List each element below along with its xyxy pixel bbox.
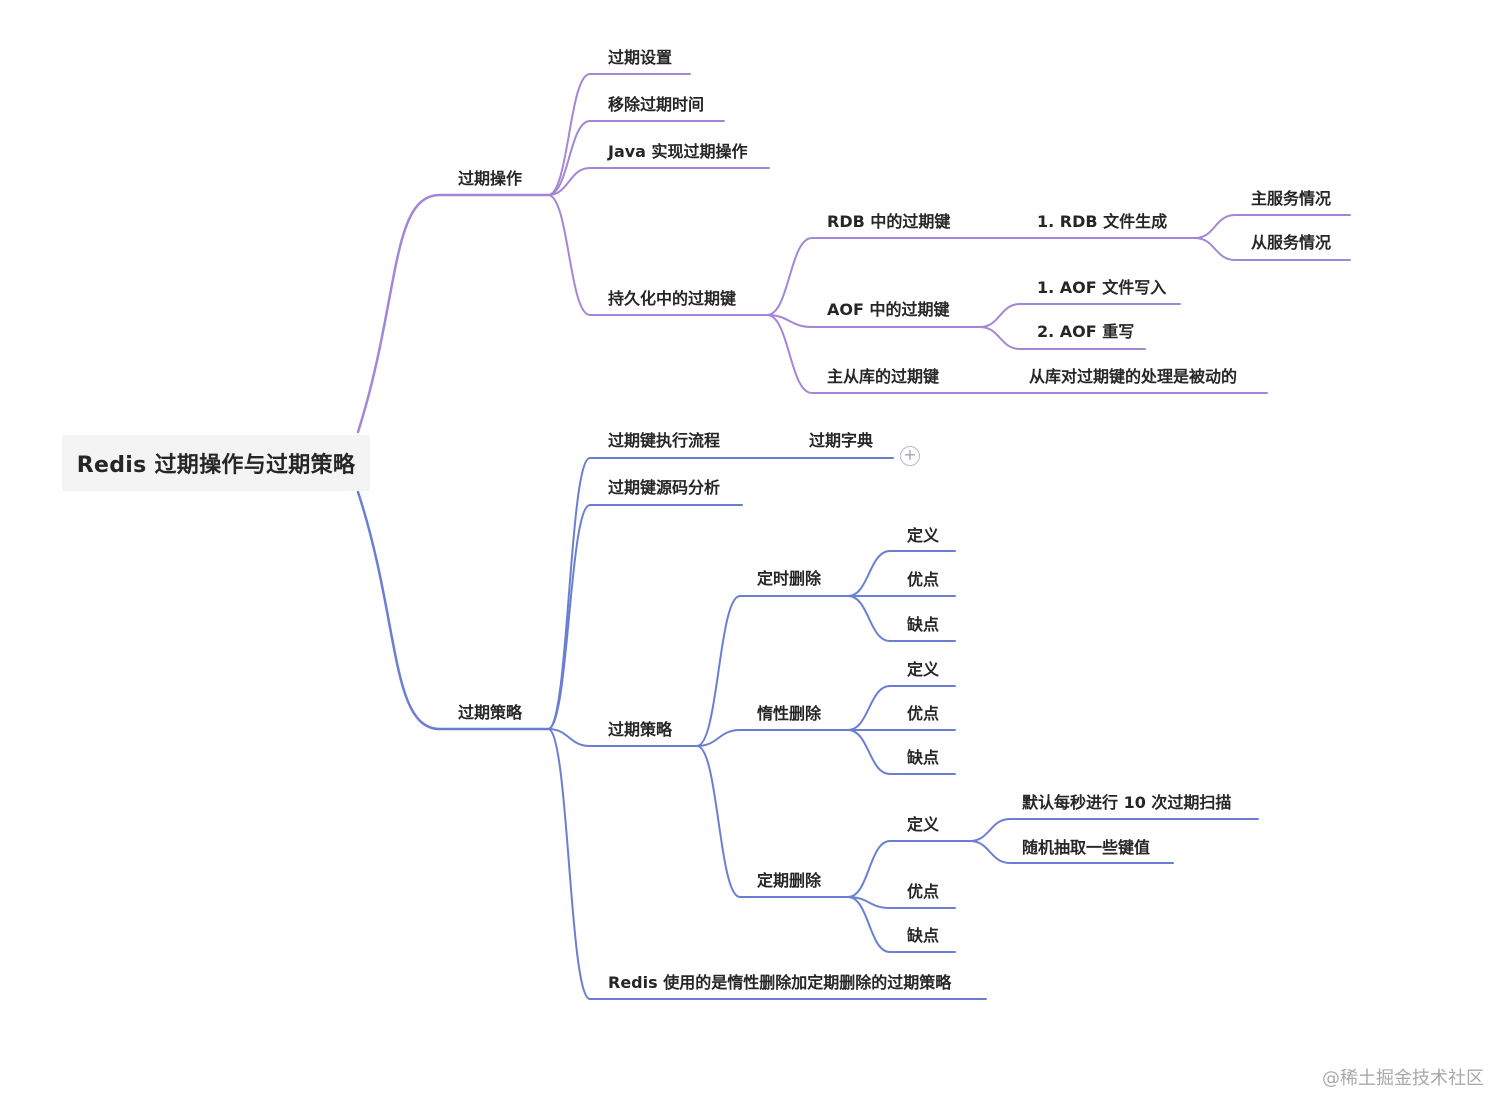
edge-ops-set	[547, 73, 691, 196]
topic-aof-keys[interactable]: AOF 中的过期键	[827, 300, 950, 319]
edge-ops-persist	[547, 194, 768, 316]
topic-timed-con[interactable]: 缺点	[907, 615, 940, 634]
edge-persist-rdb	[766, 237, 1001, 316]
edge-gen-slave	[1194, 237, 1351, 261]
watermark: @稀土掘金技术社区	[1322, 1068, 1484, 1089]
topic-persist-keys[interactable]: 持久化中的过期键	[608, 289, 737, 308]
topic-replica-keys[interactable]: 主从库的过期键	[827, 367, 940, 386]
edge-gen-master	[1194, 214, 1351, 239]
topic-rdb-keys[interactable]: RDB 中的过期键	[827, 212, 951, 231]
edge-root-expire-ops	[356, 193, 550, 434]
edge-aof-rewrite	[979, 326, 1146, 350]
root-topic[interactable]: Redis 过期操作与过期策略	[62, 435, 370, 491]
edge-persist-replica	[766, 314, 1011, 394]
topic-lazy-delete[interactable]: 惰性删除	[757, 704, 822, 723]
edge-root-expire-policy	[356, 490, 550, 731]
topic-rdb-gen[interactable]: 1. RDB 文件生成	[1037, 212, 1168, 231]
edge-periodic-def	[847, 840, 971, 898]
edge-aof-write	[979, 303, 1181, 328]
edge-lazy-con	[847, 729, 956, 775]
topic-lazy-def[interactable]: 定义	[907, 660, 940, 679]
edge-def-random	[969, 840, 1174, 864]
edge-timed-def	[847, 550, 956, 597]
edge-periodic-con	[847, 896, 956, 953]
topic-expire-policy[interactable]: 过期策略	[458, 703, 523, 722]
edge-timed-con	[847, 595, 956, 642]
topic-aof-rewrite[interactable]: 2. AOF 重写	[1037, 322, 1135, 341]
edge-policy-source	[547, 504, 743, 730]
edge-lazy-def	[847, 685, 956, 731]
edge-def-scan	[969, 818, 1259, 842]
topic-expire-ops[interactable]: 过期操作	[458, 169, 523, 188]
topic-periodic-pro[interactable]: 优点	[907, 882, 940, 901]
topic-timed-pro[interactable]: 优点	[907, 570, 940, 589]
edge-policy-lazy	[696, 729, 849, 747]
topic-redis-usage[interactable]: Redis 使用的是惰性删除加定期删除的过期策略	[608, 973, 952, 992]
topic-periodic-def-scan[interactable]: 默认每秒进行 10 次过期扫描	[1022, 793, 1232, 812]
topic-replica-passive[interactable]: 从库对过期键的处理是被动的	[1029, 367, 1238, 386]
plus-circle-icon[interactable]: +	[900, 446, 920, 466]
edge-policy-periodic	[696, 745, 849, 898]
topic-policy[interactable]: 过期策略	[608, 720, 673, 739]
topic-source-analysis[interactable]: 过期键源码分析	[608, 478, 721, 497]
edge-ops-remove	[547, 120, 725, 196]
topic-java-expire[interactable]: Java 实现过期操作	[608, 142, 748, 161]
edge-policy-policy	[547, 728, 698, 747]
topic-expire-dict[interactable]: 过期字典	[809, 431, 874, 450]
topic-expire-flow[interactable]: 过期键执行流程	[608, 431, 721, 450]
topic-periodic-def[interactable]: 定义	[907, 815, 940, 834]
topic-rdb-slave[interactable]: 从服务情况	[1251, 233, 1332, 252]
edge-policy-redis-use	[547, 728, 987, 1000]
topic-periodic-def-random[interactable]: 随机抽取一些键值	[1022, 838, 1151, 857]
topic-periodic-delete[interactable]: 定期删除	[757, 871, 822, 890]
topic-lazy-con[interactable]: 缺点	[907, 748, 940, 767]
topic-timed-def[interactable]: 定义	[907, 526, 940, 545]
topic-lazy-pro[interactable]: 优点	[907, 704, 940, 723]
topic-periodic-con[interactable]: 缺点	[907, 926, 940, 945]
edge-persist-aof	[766, 314, 981, 328]
topic-remove-expire[interactable]: 移除过期时间	[608, 95, 705, 114]
topic-expire-set[interactable]: 过期设置	[608, 48, 673, 67]
topic-aof-write[interactable]: 1. AOF 文件写入	[1037, 278, 1167, 297]
topic-timed-delete[interactable]: 定时删除	[757, 569, 822, 588]
edge-ops-java	[547, 167, 770, 196]
topic-rdb-master[interactable]: 主服务情况	[1251, 189, 1332, 208]
edge-periodic-pro	[847, 896, 956, 909]
edge-policy-timed	[696, 595, 849, 747]
